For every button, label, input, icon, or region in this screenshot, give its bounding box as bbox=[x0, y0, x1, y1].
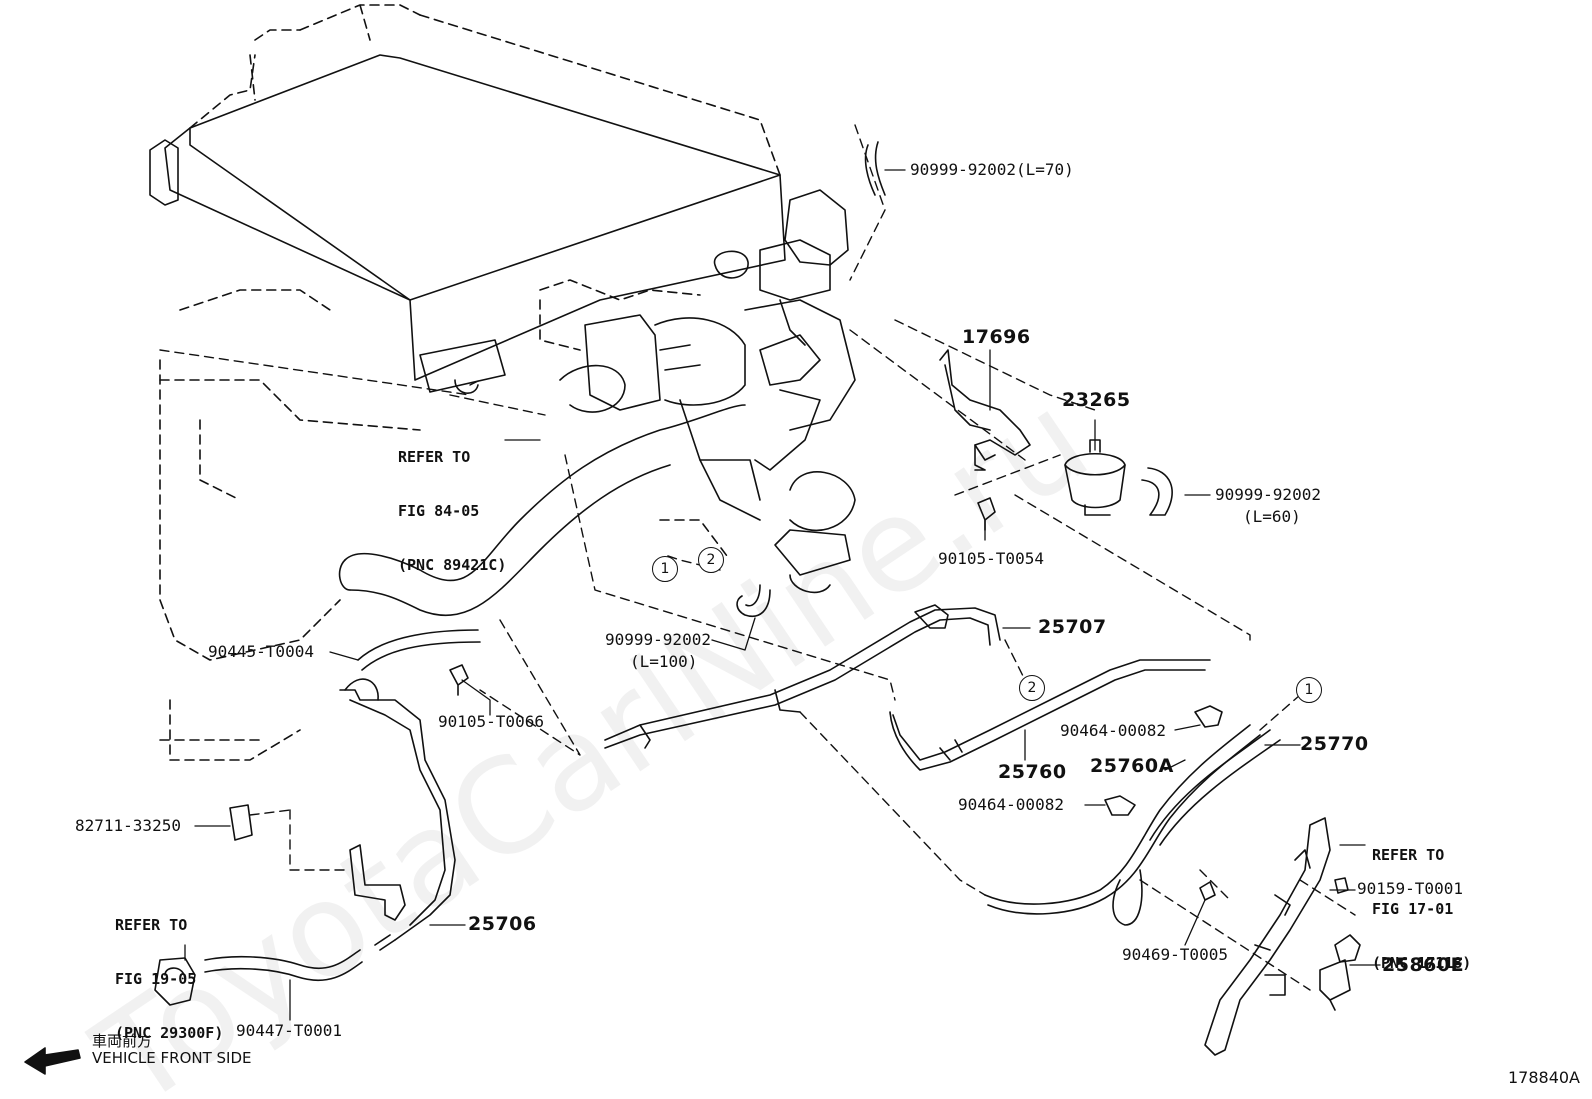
vsv-23265-drawing bbox=[1064, 439, 1173, 516]
reference-line-3: (PNC 29300F) bbox=[115, 1024, 224, 1042]
reference-fig-84-05[interactable]: REFER TO FIG 84-05 (PNC 89421C) bbox=[398, 412, 506, 610]
label-90445-t0004[interactable]: 90445-T0004 bbox=[208, 642, 314, 661]
reference-line-3: (PNC 89421C) bbox=[398, 556, 507, 574]
reference-line-1: REFER TO bbox=[398, 448, 471, 466]
hose-25770-drawing bbox=[984, 724, 1281, 926]
label-90999-92002-l60[interactable]: 90999-92002 bbox=[1215, 485, 1321, 504]
label-90999-92002-l100[interactable]: 90999-92002 bbox=[605, 630, 711, 649]
label-90464-00082-lower[interactable]: 90464-00082 bbox=[958, 795, 1064, 814]
label-25760[interactable]: 25760 bbox=[998, 761, 1067, 783]
bracket-25706-drawing bbox=[339, 678, 456, 951]
reference-line-1: REFER TO bbox=[1372, 846, 1445, 864]
small-parts-drawing bbox=[229, 497, 1349, 901]
front-arrow bbox=[24, 1047, 81, 1075]
label-90469-t0005[interactable]: 90469-T0005 bbox=[1122, 945, 1228, 964]
reference-line-2: FIG 17-01 bbox=[1372, 900, 1454, 918]
label-25707[interactable]: 25707 bbox=[1038, 616, 1107, 638]
sensor-25860e-drawing bbox=[1319, 934, 1361, 1011]
reference-line-2: FIG 19-05 bbox=[115, 970, 197, 988]
label-90447-t0001[interactable]: 90447-T0001 bbox=[236, 1021, 342, 1040]
reference-fig-19-05[interactable]: REFER TO FIG 19-05 (PNC 29300F) bbox=[115, 880, 223, 1078]
reference-line-2: FIG 84-05 bbox=[398, 502, 480, 520]
hose-25707-drawing bbox=[604, 604, 1001, 749]
connector-marker-1: 1 bbox=[1296, 677, 1322, 703]
label-25860e[interactable]: 25860E bbox=[1382, 954, 1465, 976]
intake-hose-drawing bbox=[338, 404, 746, 616]
small-hoses-drawing bbox=[736, 141, 886, 617]
label-90159-t0001[interactable]: 90159-T0001 bbox=[1357, 879, 1463, 898]
reference-line-3: (PNC 17118) bbox=[1372, 954, 1472, 972]
connector-marker-1: 1 bbox=[652, 556, 678, 582]
connector-marker-2: 2 bbox=[698, 547, 724, 573]
hose-25760-drawing bbox=[889, 659, 1211, 771]
hose-90445-drawing bbox=[357, 629, 481, 671]
label-82711-33250[interactable]: 82711-33250 bbox=[75, 816, 181, 835]
label-25760a[interactable]: 25760A bbox=[1090, 755, 1174, 777]
connector-marker-2: 2 bbox=[1019, 675, 1045, 701]
vehicle-front-jp: 車両前方 bbox=[92, 1032, 153, 1050]
label-23265[interactable]: 23265 bbox=[1062, 389, 1131, 411]
label-90999-92002-l70[interactable]: 90999-92002(L=70) bbox=[910, 160, 1074, 179]
label-leaders bbox=[184, 169, 1381, 1021]
bracket-right-drawing bbox=[1204, 817, 1331, 1056]
label-90464-00082-upper[interactable]: 90464-00082 bbox=[1060, 721, 1166, 740]
engine-block-drawing bbox=[159, 279, 731, 761]
reference-line-1: REFER TO bbox=[115, 916, 188, 934]
intake-drawing bbox=[559, 189, 856, 594]
vehicle-front-en: VEHICLE FRONT SIDE bbox=[92, 1049, 252, 1067]
intercooler-drawing bbox=[149, 4, 786, 394]
label-90999-92002-l60-length: (L=60) bbox=[1243, 507, 1301, 526]
reference-fig-17-01[interactable]: REFER TO FIG 17-01 (PNC 17118) bbox=[1372, 810, 1471, 1008]
dashed-leaders bbox=[159, 124, 1356, 991]
hose-90447-drawing bbox=[204, 949, 363, 982]
label-90999-92002-l100-length: (L=100) bbox=[630, 652, 698, 671]
label-90105-t0066[interactable]: 90105-T0066 bbox=[438, 712, 544, 731]
label-25770[interactable]: 25770 bbox=[1300, 733, 1369, 755]
label-17696[interactable]: 17696 bbox=[962, 326, 1031, 348]
bracket-17696-drawing bbox=[939, 349, 1031, 471]
label-25706[interactable]: 25706 bbox=[468, 913, 537, 935]
figure-id: 178840A bbox=[1507, 1068, 1580, 1087]
label-90105-t0054[interactable]: 90105-T0054 bbox=[938, 549, 1044, 568]
